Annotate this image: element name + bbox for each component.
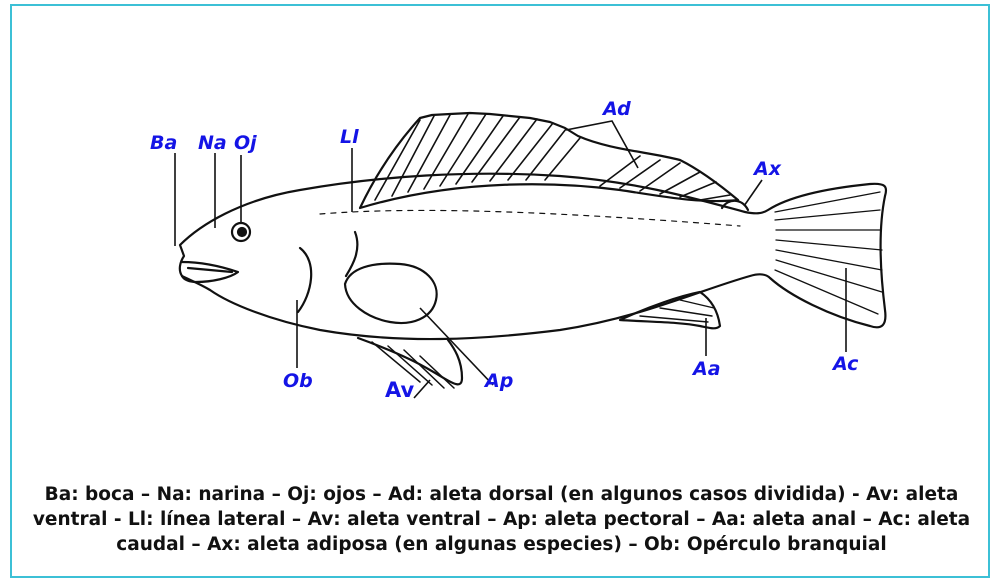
label-ll: Ll (340, 128, 359, 147)
label-ob: Ob (283, 372, 313, 391)
label-ap: Ap (485, 372, 513, 391)
label-ad: Ad (603, 100, 631, 119)
pectoral-fin (345, 264, 437, 323)
operculum (298, 248, 311, 312)
label-oj: Oj (234, 134, 257, 153)
label-ac: Ac (833, 355, 858, 374)
fish-body (180, 174, 886, 339)
leader-ax (744, 180, 762, 206)
label-aa: Aa (693, 360, 721, 379)
label-na: Na (198, 134, 227, 153)
label-ba: Ba (150, 134, 177, 153)
leader-av (414, 380, 430, 398)
label-ax: Ax (754, 160, 781, 179)
leader-ap (420, 308, 493, 385)
figure-caption: Ba: boca – Na: narina – Oj: ojos – Ad: a… (14, 482, 989, 557)
label-av: Av (385, 380, 414, 401)
